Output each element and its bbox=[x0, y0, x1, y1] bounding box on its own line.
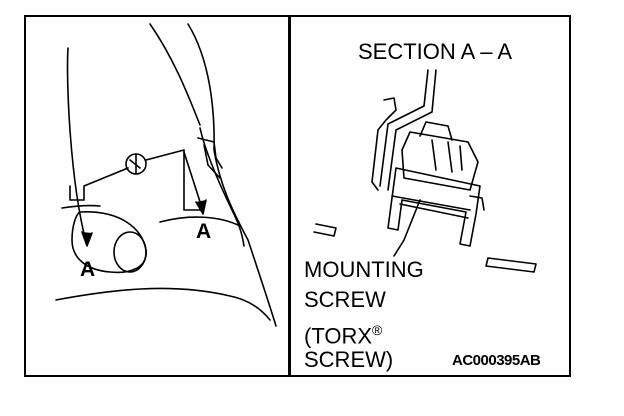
lamp-outline bbox=[71, 211, 147, 274]
socket-flange bbox=[391, 195, 471, 219]
lamp-lens bbox=[113, 231, 147, 273]
right-panel-drawing bbox=[313, 69, 537, 273]
figure-code: AC000395AB bbox=[452, 352, 541, 369]
lower-contour bbox=[55, 287, 271, 321]
bracket-detail bbox=[197, 137, 223, 169]
panel-divider bbox=[288, 15, 291, 377]
arrow-right-head bbox=[195, 199, 207, 215]
panel-stub-right bbox=[485, 257, 537, 273]
inner-contour bbox=[199, 127, 245, 247]
section-label-a-left: A bbox=[80, 258, 96, 281]
bracket-hook bbox=[371, 97, 397, 191]
registered-mark: ® bbox=[372, 322, 383, 338]
wire-bracket-inner bbox=[379, 69, 429, 187]
mid-contour bbox=[159, 216, 241, 227]
callout-line-3: (TORX® bbox=[304, 318, 382, 348]
arrow-left-head bbox=[81, 231, 93, 247]
wire-bracket-outer bbox=[387, 69, 437, 191]
lamp-line bbox=[61, 204, 101, 209]
socket-body bbox=[387, 167, 481, 247]
panel-stub-left bbox=[313, 223, 337, 237]
body-panel-curve bbox=[187, 23, 277, 327]
section-title: SECTION A – A bbox=[358, 39, 513, 64]
arrow-left-line bbox=[66, 47, 87, 243]
left-panel-drawing bbox=[55, 23, 277, 327]
connector-pins bbox=[431, 139, 463, 173]
callout-leader bbox=[393, 199, 421, 257]
screw-slot bbox=[129, 153, 141, 175]
callout-torx-text: (TORX bbox=[304, 323, 373, 349]
callout-line-2: SCREW bbox=[304, 287, 386, 312]
body-panel-edge bbox=[149, 23, 201, 126]
callout-line-4: SCREW) bbox=[304, 347, 394, 372]
socket-leg bbox=[469, 195, 485, 211]
callout-line-1: MOUNTING bbox=[304, 257, 424, 282]
bracket-detail-2 bbox=[203, 144, 221, 179]
figure-frame bbox=[24, 15, 571, 377]
section-label-a-right: A bbox=[196, 220, 212, 243]
arrow-right-line bbox=[183, 151, 203, 209]
section-cut-line bbox=[69, 149, 203, 211]
connector-top bbox=[419, 121, 453, 141]
connector-block bbox=[401, 131, 479, 191]
